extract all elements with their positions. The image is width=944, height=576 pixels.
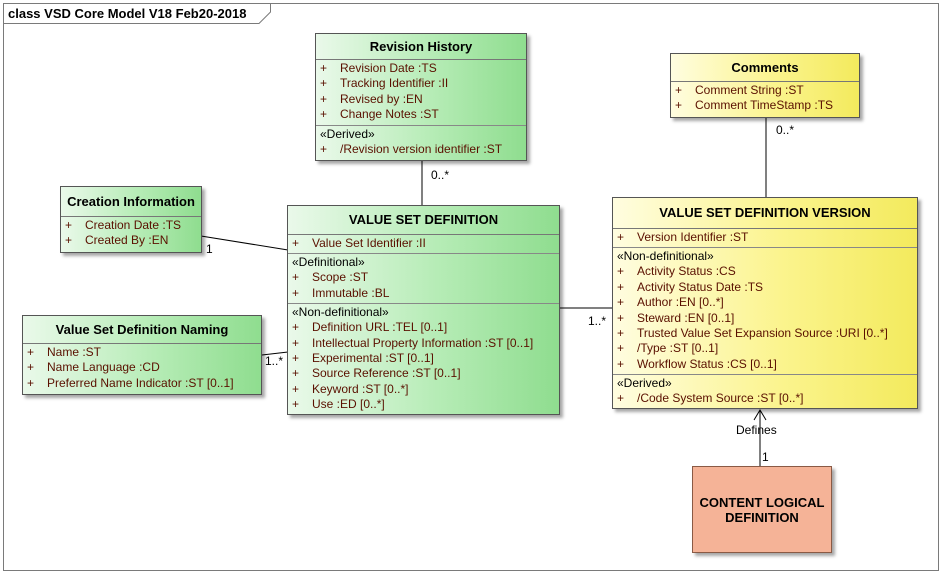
attribute: +Workflow Status :CS [0..1]: [613, 357, 917, 372]
attribute: +Created By :EN: [61, 233, 201, 248]
attribute: +Keyword :ST [0..*]: [288, 382, 559, 397]
multiplicity-label: 0..*: [776, 123, 794, 137]
attribute: +Comment TimeStamp :TS: [671, 98, 859, 113]
attribute: +Trusted Value Set Expansion Source :URI…: [613, 326, 917, 341]
class-value-set-definition-naming[interactable]: Value Set Definition Naming +Name :ST +N…: [22, 315, 262, 395]
association-label-defines: Defines: [736, 423, 777, 437]
class-title: Revision History: [316, 34, 526, 60]
attribute: +Immutable :BL: [288, 286, 559, 301]
attribute: +Version Identifier :ST: [613, 230, 917, 245]
class-value-set-definition[interactable]: VALUE SET DEFINITION +Value Set Identifi…: [287, 205, 560, 415]
attribute: +Revised by :EN: [316, 92, 526, 107]
section-attributes: +Comment String :ST +Comment TimeStamp :…: [671, 82, 859, 116]
class-title: Creation Information: [61, 187, 201, 217]
attribute: +Activity Status Date :TS: [613, 280, 917, 295]
class-comments[interactable]: Comments +Comment String :ST +Comment Ti…: [670, 53, 860, 118]
stereotype-label: «Definitional»: [288, 255, 559, 270]
section-non-definitional: «Non-definitional» +Definition URL :TEL …: [288, 304, 559, 414]
attribute: +Creation Date :TS: [61, 218, 201, 233]
class-content-logical-definition[interactable]: CONTENT LOGICAL DEFINITION: [692, 466, 832, 553]
stereotype-label: «Derived»: [613, 376, 917, 391]
section-attributes: +Version Identifier :ST: [613, 229, 917, 248]
section-non-definitional: «Non-definitional» +Activity Status :CS …: [613, 248, 917, 375]
attribute: +Experimental :ST [0..1]: [288, 351, 559, 366]
class-title: VALUE SET DEFINITION: [288, 206, 559, 235]
class-title: VALUE SET DEFINITION VERSION: [613, 198, 917, 229]
multiplicity-label: 1: [762, 450, 769, 464]
attribute: +Name Language :CD: [23, 360, 261, 375]
class-value-set-definition-version[interactable]: VALUE SET DEFINITION VERSION +Version Id…: [612, 197, 918, 409]
section-definitional: «Definitional» +Scope :ST +Immutable :BL: [288, 254, 559, 304]
section-derived: «Derived» +/Revision version identifier …: [316, 126, 526, 159]
attribute: +Value Set Identifier :II: [288, 236, 559, 251]
section-attributes: +Creation Date :TS +Created By :EN: [61, 217, 201, 251]
attribute: +Preferred Name Indicator :ST [0..1]: [23, 376, 261, 391]
attribute: +Steward :EN [0..1]: [613, 311, 917, 326]
section-derived: «Derived» +/Code System Source :ST [0..*…: [613, 375, 917, 408]
attribute: +Source Reference :ST [0..1]: [288, 366, 559, 381]
attribute: +Intellectual Property Information :ST […: [288, 336, 559, 351]
attribute: +Name :ST: [23, 345, 261, 360]
class-revision-history[interactable]: Revision History +Revision Date :TS +Tra…: [315, 33, 527, 161]
attribute: +/Type :ST [0..1]: [613, 341, 917, 356]
section-attributes: +Revision Date :TS +Tracking Identifier …: [316, 60, 526, 126]
section-attributes: +Value Set Identifier :II: [288, 235, 559, 254]
link-creation-vsd: [201, 236, 288, 250]
class-title: Value Set Definition Naming: [23, 316, 261, 344]
attribute: +Activity Status :CS: [613, 264, 917, 279]
multiplicity-label: 1: [206, 242, 213, 256]
attribute: +Revision Date :TS: [316, 61, 526, 76]
multiplicity-label: 0..*: [431, 168, 449, 182]
class-title: Comments: [671, 54, 859, 82]
attribute: +Use :ED [0..*]: [288, 397, 559, 412]
attribute: +Change Notes :ST: [316, 107, 526, 122]
multiplicity-label: 1..*: [265, 354, 283, 368]
attribute: +Comment String :ST: [671, 83, 859, 98]
attribute: +Author :EN [0..*]: [613, 295, 917, 310]
attribute: +Definition URL :TEL [0..1]: [288, 320, 559, 335]
attribute: +/Code System Source :ST [0..*]: [613, 391, 917, 406]
attribute: +/Revision version identifier :ST: [316, 142, 526, 157]
multiplicity-label: 1..*: [588, 314, 606, 328]
section-attributes: +Name :ST +Name Language :CD +Preferred …: [23, 344, 261, 393]
stereotype-label: «Non-definitional»: [288, 305, 559, 320]
class-title: CONTENT LOGICAL DEFINITION: [693, 467, 831, 552]
stereotype-label: «Non-definitional»: [613, 249, 917, 264]
stereotype-label: «Derived»: [316, 127, 526, 142]
class-creation-information[interactable]: Creation Information +Creation Date :TS …: [60, 186, 202, 253]
attribute: +Tracking Identifier :II: [316, 76, 526, 91]
attribute: +Scope :ST: [288, 270, 559, 285]
